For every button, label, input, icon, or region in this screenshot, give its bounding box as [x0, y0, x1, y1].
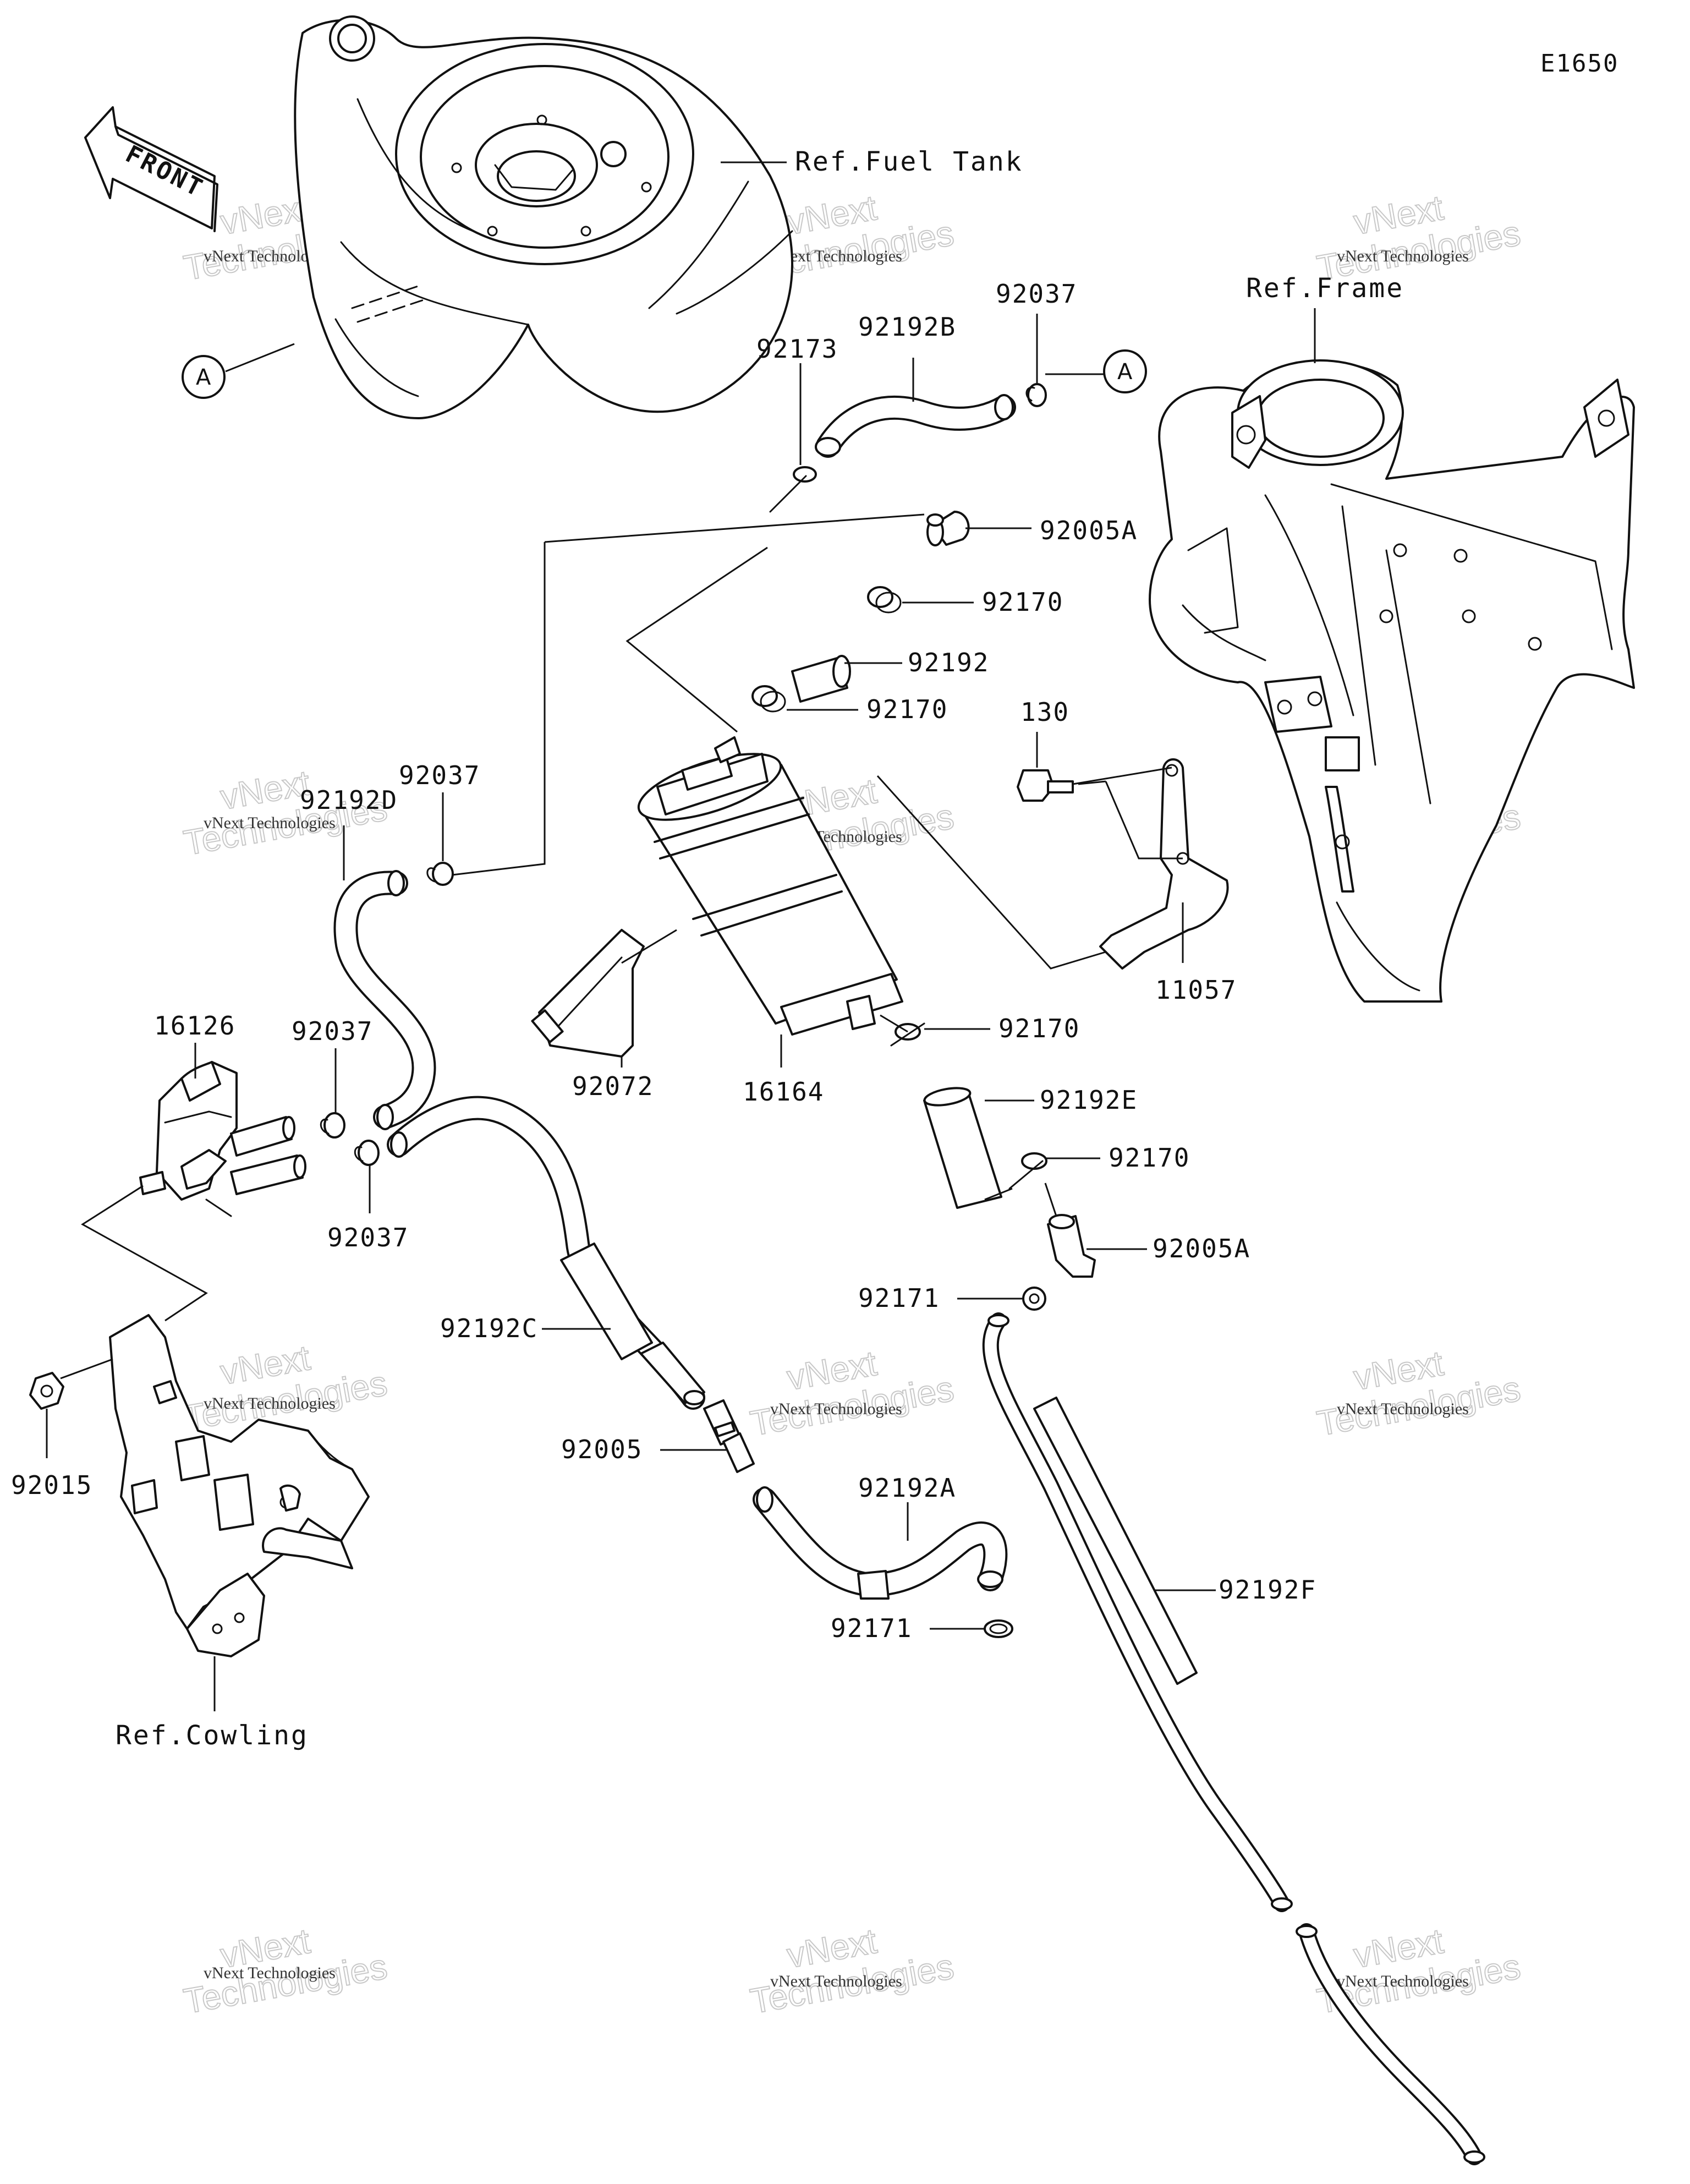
label-92192c: 92192C: [440, 1313, 538, 1343]
label-130: 130: [1020, 697, 1069, 727]
bolt-130: 130: [1017, 697, 1172, 802]
clamp-92037-top: [1025, 383, 1047, 407]
label-16126: 16126: [154, 1011, 235, 1041]
label-92170-b: 92170: [866, 694, 948, 724]
watermark-3: vNext Technologies: [1314, 187, 1524, 288]
label-92037-low: 92037: [327, 1223, 409, 1252]
label-92005: 92005: [561, 1435, 643, 1464]
ref-frame-label: Ref.Frame: [1246, 273, 1404, 304]
label-16164: 16164: [743, 1077, 824, 1107]
canister-16164: 16164: [637, 736, 903, 1107]
fuel-tank: Ref.Fuel Tank: [294, 15, 1023, 419]
cowling-bracket: Ref.Cowling: [109, 1314, 370, 1751]
marker-a-right-label: A: [1117, 359, 1133, 385]
label-92170-a: 92170: [982, 587, 1063, 617]
clamp-92170-b: [751, 685, 786, 713]
label-92037-left: 92037: [399, 760, 480, 790]
label-92170-c: 92170: [998, 1014, 1080, 1043]
watermark-small-11: vNext Technologies: [770, 1972, 902, 1990]
clamp-92171-top: [1022, 1287, 1046, 1311]
label-92005a-low: 92005A: [1153, 1234, 1250, 1263]
watermark-small-12: vNext Technologies: [1337, 1972, 1469, 1990]
joint-92005: 92005: [561, 1399, 755, 1473]
diagram-code: E1650: [1540, 50, 1618, 78]
joint-92005a-low: [1047, 1214, 1096, 1278]
watermark-small-9: vNext Technologies: [1337, 1400, 1469, 1418]
watermark-small-10: vNext Technologies: [204, 1964, 336, 1982]
watermark-9: vNext Technologies: [1314, 1343, 1524, 1444]
marker-a-right: A: [1045, 349, 1147, 393]
hose-92192b: [815, 394, 1016, 458]
valve-16126: 16126: [139, 1011, 306, 1217]
watermark-small-7: vNext Technologies: [204, 1394, 336, 1413]
label-92171-low: 92171: [831, 1613, 912, 1643]
clamp-92170-a: [867, 586, 902, 614]
label-92192f: 92192F: [1219, 1575, 1316, 1605]
clamp-92170-c: [890, 1022, 925, 1047]
nut-92015: 92015: [11, 1358, 113, 1500]
clamp-92037-mid: 92037: [292, 1016, 373, 1138]
label-92173: 92173: [756, 334, 838, 364]
watermark-8: vNext Technologies: [747, 1343, 957, 1444]
front-arrow-icon: FRONT: [84, 106, 218, 232]
label-92171-top: 92171: [858, 1283, 940, 1313]
clamp-92037-left: [426, 862, 454, 886]
label-92072: 92072: [572, 1071, 654, 1101]
label-92170-d: 92170: [1109, 1143, 1190, 1173]
bracket-11057: 11057: [1099, 758, 1237, 1005]
label-92037-mid: 92037: [292, 1016, 373, 1046]
label-92037-top: 92037: [996, 279, 1077, 309]
label-92015: 92015: [11, 1470, 92, 1500]
hose-92192e: [923, 1087, 1002, 1209]
label-92192a: 92192A: [858, 1473, 956, 1503]
label-11057: 11057: [1155, 975, 1237, 1005]
ref-cowling-label: Ref.Cowling: [116, 1720, 309, 1751]
marker-a-left: A: [182, 343, 295, 399]
hose-92192c: 92192C: [387, 1096, 705, 1410]
ref-fuel-tank-label: Ref.Fuel Tank: [795, 146, 1023, 177]
label-92192: 92192: [908, 648, 989, 677]
clamp-92173: [769, 466, 817, 513]
clamp-92171-low: 92171: [831, 1613, 1013, 1643]
strap-92072: 92072: [531, 929, 677, 1101]
hose-92192a: 92192A: [753, 1473, 1008, 1600]
label-92192e: 92192E: [1040, 1085, 1138, 1115]
watermark-small-4: vNext Technologies: [204, 814, 336, 832]
label-92005a-top: 92005A: [1040, 516, 1138, 545]
watermark-11: vNext Technologies: [747, 1920, 957, 2022]
watermark-small-3: vNext Technologies: [1337, 247, 1469, 265]
label-92192b: 92192B: [858, 312, 956, 342]
clamp-92037-low: 92037: [327, 1140, 409, 1252]
watermark-small-8: vNext Technologies: [770, 1400, 902, 1418]
watermark-7: vNext Technologies: [180, 1337, 391, 1438]
hose-92192d: [333, 870, 436, 1130]
label-92192d: 92192D: [300, 785, 398, 815]
frame: Ref.Frame: [1149, 273, 1635, 1003]
clamp-92170-d: [1008, 1152, 1047, 1190]
hose-92192f: 92192F: [982, 1312, 1485, 2165]
marker-a-left-label: A: [196, 365, 211, 390]
hose-92192: [791, 655, 851, 703]
